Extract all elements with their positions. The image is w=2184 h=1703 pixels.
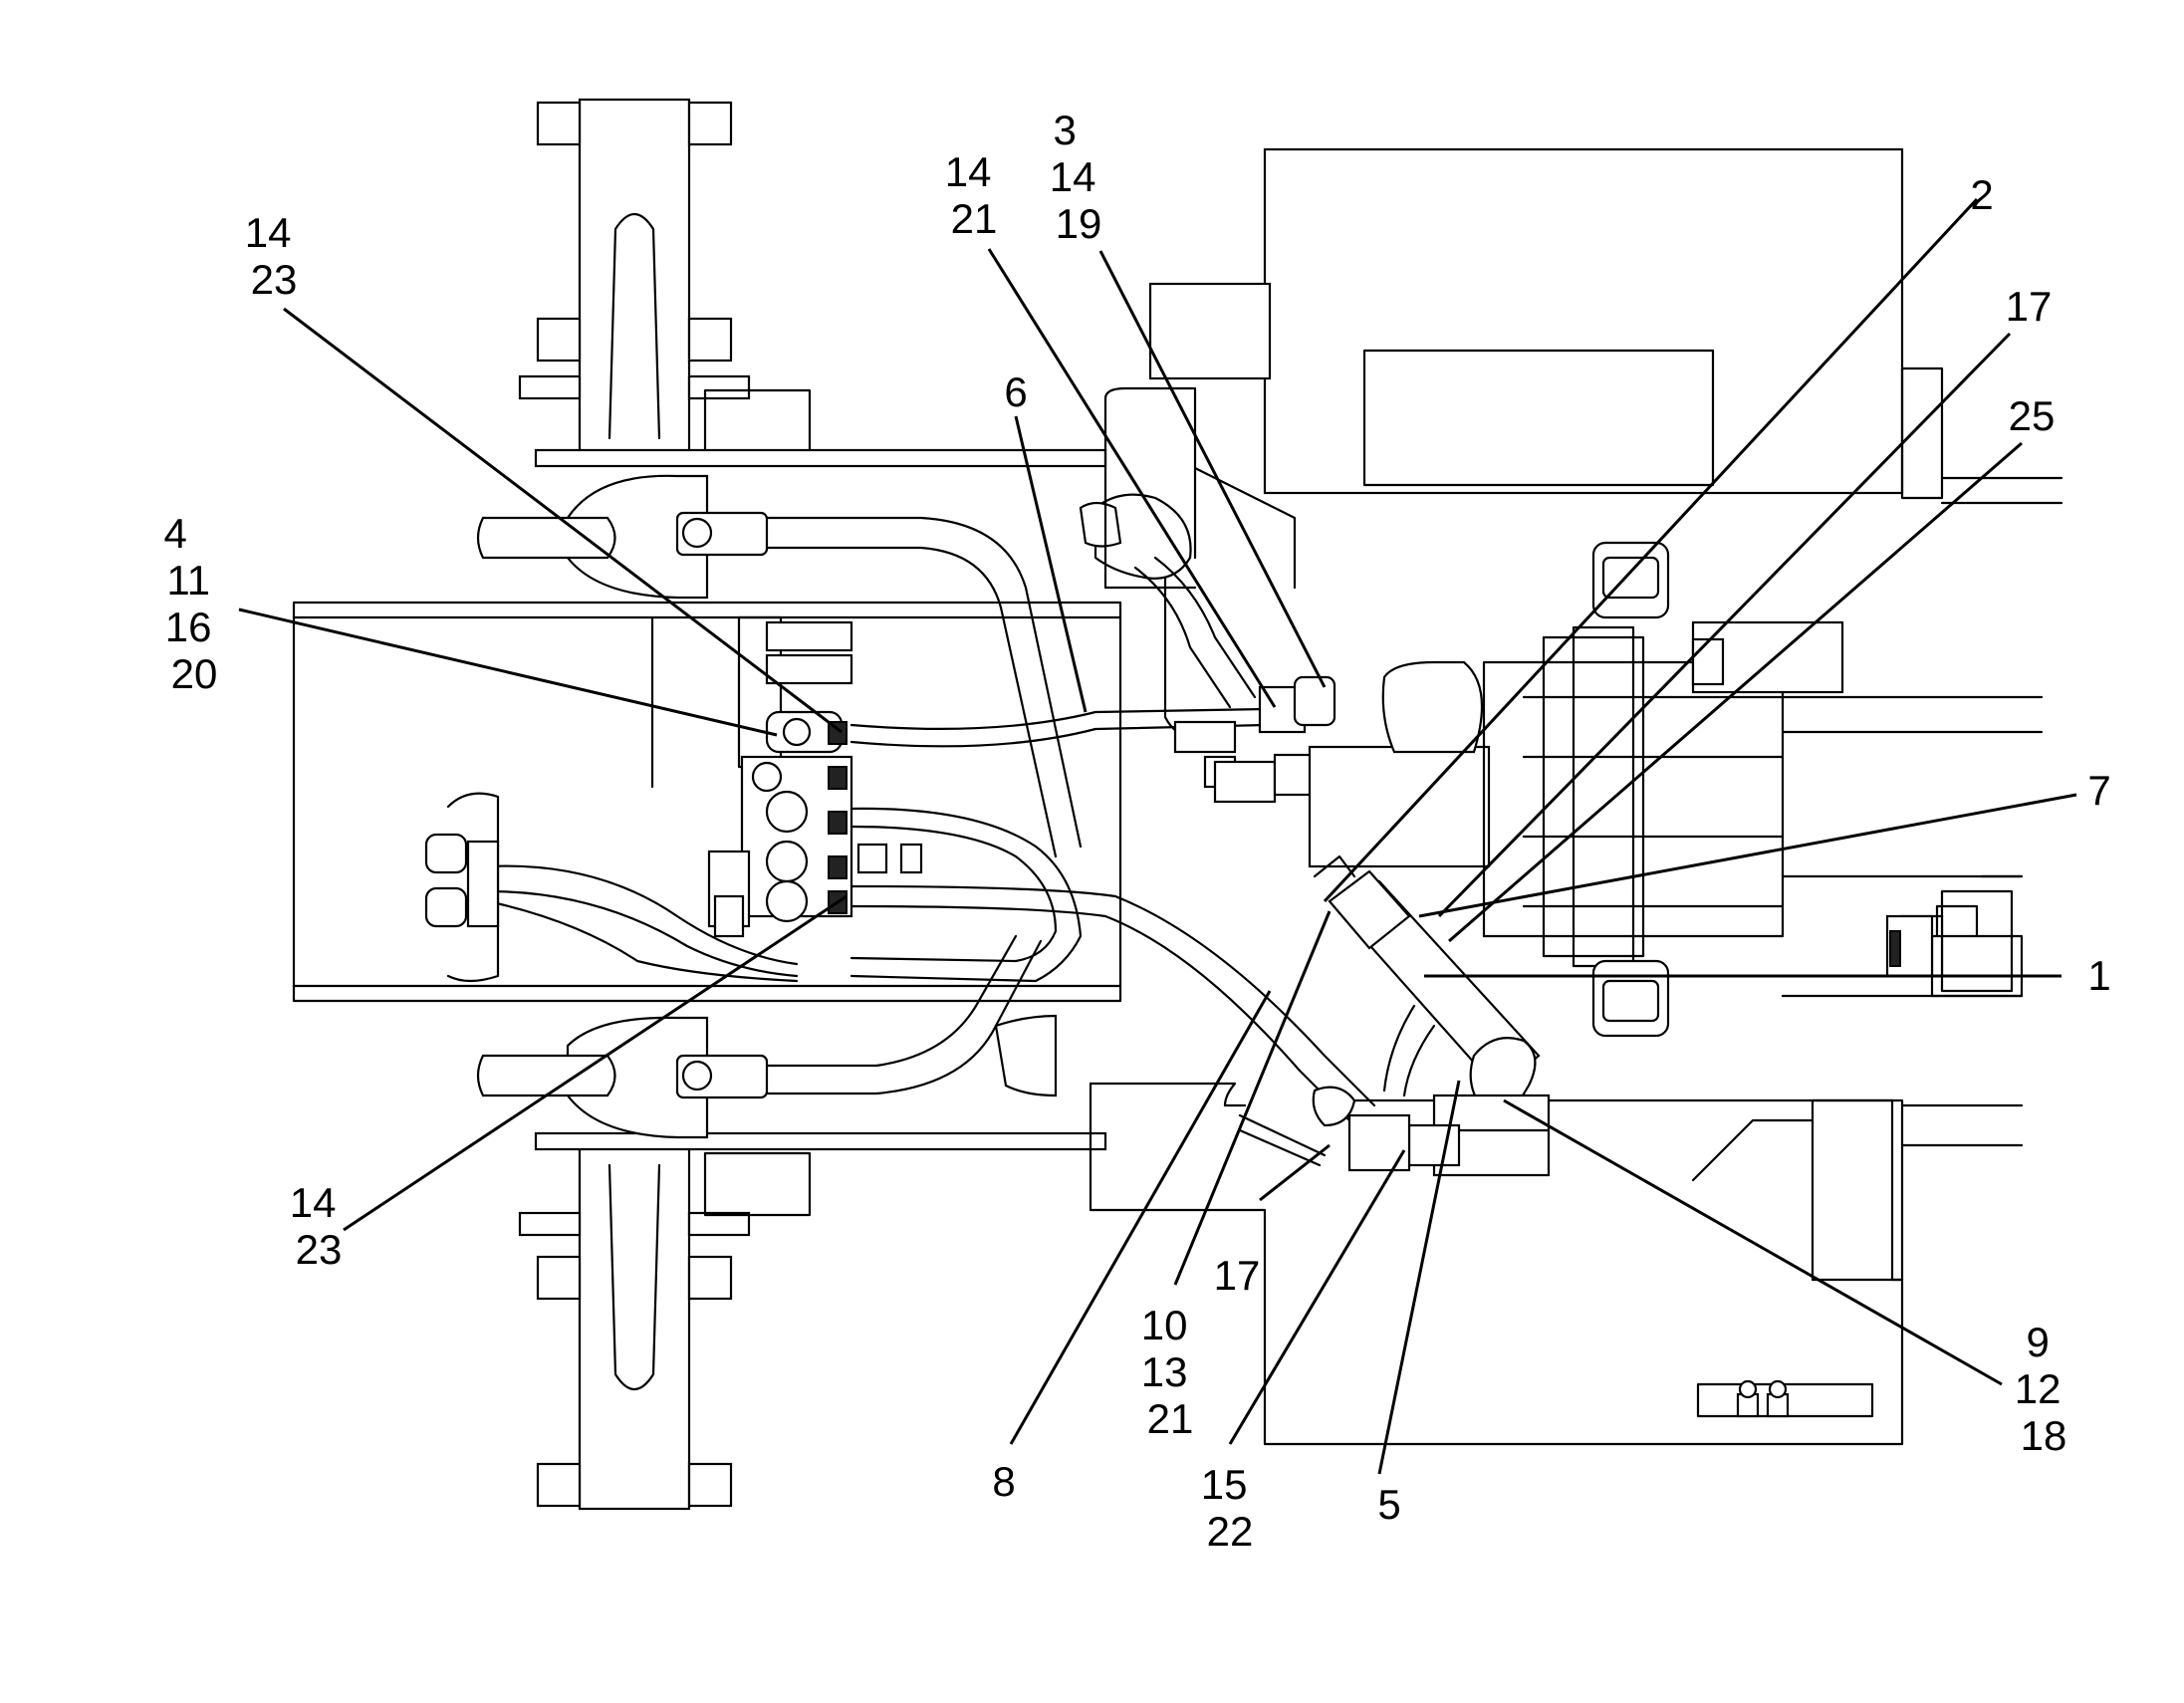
brake-drum-bottom: [476, 934, 1058, 1139]
callout-8: 8: [992, 1458, 1015, 1505]
leader-17-bottom: [1259, 1143, 1331, 1202]
callout-3-14-19: 3 14 19: [1050, 107, 1107, 247]
callout-9-12-18: 9 12 18: [2015, 1319, 2072, 1459]
leader-8: [1009, 990, 1272, 1445]
leader-15-22: [1228, 1149, 1406, 1445]
callout-1: 1: [2087, 952, 2110, 999]
leader-6: [1014, 415, 1088, 713]
leader-4-11-16-20: [238, 608, 778, 737]
callout-10-13-21: 10 13 21: [1141, 1302, 1199, 1442]
leader-lines: [238, 197, 2077, 1475]
left-wheel-bottom: [518, 1143, 812, 1511]
leader-14-23-bottom: [343, 894, 848, 1232]
leader-9-12-18: [1503, 1098, 2003, 1386]
hose-main-lower: [849, 884, 1376, 1122]
callout-2: 2: [1970, 171, 1993, 218]
leader-3-14-19: [1098, 250, 1327, 688]
callout-6: 6: [1004, 368, 1027, 415]
leader-5: [1377, 1080, 1461, 1475]
valve-manifold: [707, 615, 853, 938]
right-side-parts: [1885, 874, 2024, 998]
axle-rails: [292, 448, 1122, 1151]
callout-14-23-bottom: 14 23: [290, 1179, 348, 1273]
left-wheel-top: [518, 98, 812, 455]
callout-14-21: 14 21: [945, 148, 1003, 242]
callout-labels: 14 23 4 11 16 20 14 21 3 14 19 6 2 17 25: [163, 107, 2110, 1555]
hose-upper: [849, 707, 1267, 983]
leader-25: [1448, 441, 2023, 943]
leader-14-21: [987, 248, 1277, 708]
leader-14-23-top: [283, 307, 843, 734]
top-right-housing: [1103, 147, 2063, 590]
callout-17-top: 17: [2006, 283, 2053, 330]
brake-drum-top: [476, 474, 1083, 858]
callout-25: 25: [2009, 392, 2056, 439]
machine-drawing: [292, 98, 2063, 1511]
leader-10-13-21: [1173, 910, 1332, 1286]
leader-17-top: [1437, 332, 2012, 918]
hydraulic-cylinder: [1313, 854, 1541, 1112]
callout-17-bottom: 17: [1214, 1252, 1261, 1299]
callout-15-22: 15 22: [1201, 1461, 1259, 1555]
callout-7: 7: [2087, 767, 2110, 814]
callout-4-11-16-20: 4 11 16 20: [163, 510, 223, 697]
pump-block: [1308, 541, 2044, 1038]
left-hoses: [424, 792, 799, 983]
leader-7: [1418, 793, 2077, 918]
callout-14-23-top: 14 23: [245, 209, 303, 303]
leader-2: [1323, 197, 1979, 903]
callout-5: 5: [1377, 1481, 1400, 1528]
upper-connectors: [1079, 493, 1336, 804]
